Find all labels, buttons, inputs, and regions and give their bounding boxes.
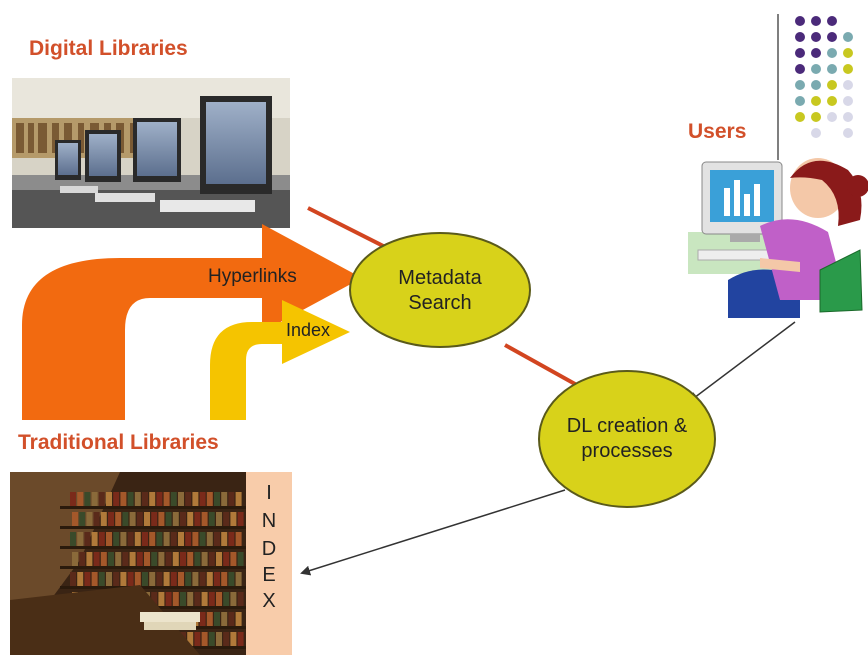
decorative-dot [827, 32, 837, 42]
decorative-dot [811, 32, 821, 42]
decorative-dot [795, 96, 805, 106]
decorative-dot [795, 16, 805, 26]
decorative-dot [843, 64, 853, 74]
decorative-dot [811, 64, 821, 74]
users-to-dl-creation-arrow [688, 321, 796, 403]
decorative-dot [811, 16, 821, 26]
index-letter: E [262, 564, 276, 586]
index-arrow [210, 300, 350, 420]
metadata-search-text: Metadata Search [360, 266, 520, 316]
hyperlinks-arrow-label: Hyperlinks [208, 266, 297, 287]
decorative-dot [843, 96, 853, 106]
index-strip [246, 472, 292, 655]
decorative-dot [843, 128, 853, 138]
decorative-dot [827, 112, 837, 122]
decorative-dot [795, 32, 805, 42]
decorative-dot [811, 96, 821, 106]
digital-library-photo [12, 78, 290, 228]
photo-to-metadata-arrow [307, 206, 397, 254]
decorative-dot [827, 16, 837, 26]
dl-creation-text: DL creation & processes [540, 414, 714, 464]
metadata-search-line1: Metadata [398, 267, 482, 289]
user-at-computer-illustration [688, 14, 868, 318]
metadata-search-line2: Search [408, 292, 472, 314]
decorative-dot [795, 80, 805, 90]
index-letter: X [262, 590, 276, 612]
decorative-dot [843, 32, 853, 42]
decorative-dot [827, 80, 837, 90]
metadata-to-dl-creation-arrow [504, 343, 586, 391]
users-label: Users [688, 120, 747, 143]
decorative-dot [843, 112, 853, 122]
decorative-dot [795, 48, 805, 58]
decorative-dot [811, 128, 821, 138]
decorative-dot [795, 64, 805, 74]
decorative-dot [843, 80, 853, 90]
index-letter: D [261, 538, 277, 560]
decorative-dot [827, 48, 837, 58]
decorative-dot [811, 80, 821, 90]
dl-creation-line1: DL creation & [566, 415, 688, 437]
traditional-library-photo [10, 472, 260, 655]
hyperlinks-arrow [22, 224, 362, 420]
decorative-dot [795, 112, 805, 122]
index-letter: N [261, 510, 277, 532]
decorative-dot [827, 96, 837, 106]
decorative-dot [811, 48, 821, 58]
traditional-libraries-label: Traditional Libraries [18, 431, 219, 454]
index-letter: I [266, 482, 272, 504]
decorative-dot [827, 64, 837, 74]
dl-creation-line2: processes [581, 440, 673, 462]
decorative-dot [811, 112, 821, 122]
dl-creation-to-index-arrow [300, 489, 566, 576]
index-arrow-label: Index [286, 320, 331, 340]
dl-creation-node [538, 370, 716, 508]
decorative-dot [843, 48, 853, 58]
digital-libraries-label: Digital Libraries [29, 37, 188, 60]
metadata-search-node [349, 232, 531, 348]
